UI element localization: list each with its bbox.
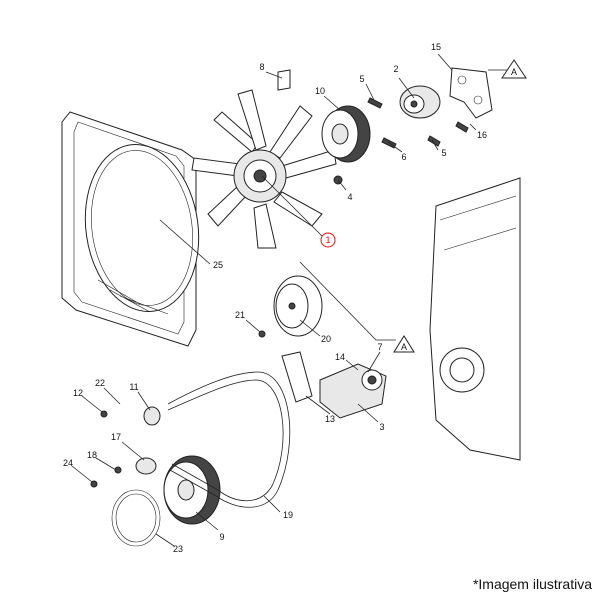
engine-block <box>429 177 521 461</box>
crankshaft-pulley-9 <box>163 455 221 525</box>
drive-belt-19 <box>167 371 291 508</box>
reference-a-label: A <box>511 67 517 77</box>
callout-10: 10 <box>315 86 325 96</box>
callout-5: 5 <box>441 148 446 158</box>
fan-hub-2 <box>399 85 441 119</box>
callout-14: 14 <box>335 352 345 362</box>
callout-2: 2 <box>393 64 398 74</box>
ring-23 <box>111 489 161 547</box>
callout-16: 16 <box>477 130 487 140</box>
callout-18: 18 <box>87 450 97 460</box>
callout-19: 19 <box>283 510 293 520</box>
callout-20: 20 <box>321 334 331 344</box>
callout-3: 3 <box>379 422 384 432</box>
callout-21: 21 <box>235 310 245 320</box>
tensioner-17 <box>135 457 157 475</box>
callout-13: 13 <box>325 414 335 424</box>
callout-9: 9 <box>219 532 224 542</box>
bracket-15 <box>449 67 493 119</box>
callout-22: 22 <box>95 378 105 388</box>
callout-5: 5 <box>359 74 364 84</box>
small-pulley-11 <box>143 406 161 426</box>
svg-text:1: 1 <box>325 235 330 245</box>
callout-8: 8 <box>259 62 264 72</box>
callout-11: 11 <box>129 382 138 392</box>
callout-24: 24 <box>63 458 73 468</box>
fan-shroud <box>61 111 200 347</box>
reference-marker-a-top: A <box>501 59 527 79</box>
leader-lines <box>71 53 508 547</box>
callout-1: 1 <box>320 232 336 248</box>
reference-a-label: A <box>401 342 407 352</box>
callout-4: 4 <box>347 192 352 202</box>
callout-17: 17 <box>111 432 121 442</box>
callout-6: 6 <box>401 152 406 162</box>
callout-7: 7 <box>377 342 382 352</box>
reference-marker-a-mid: A <box>393 335 415 353</box>
callout-15: 15 <box>431 42 441 52</box>
pulley-10 <box>321 105 371 163</box>
callout-23: 23 <box>173 544 183 554</box>
callout-12: 12 <box>73 388 83 398</box>
fan-blade-assembly <box>191 89 337 249</box>
idler-pulley-20 <box>273 275 323 337</box>
tensioner-assembly <box>281 351 387 419</box>
illustrative-image-caption: *Imagem ilustrativa <box>472 576 592 592</box>
callout-25: 25 <box>213 260 223 270</box>
